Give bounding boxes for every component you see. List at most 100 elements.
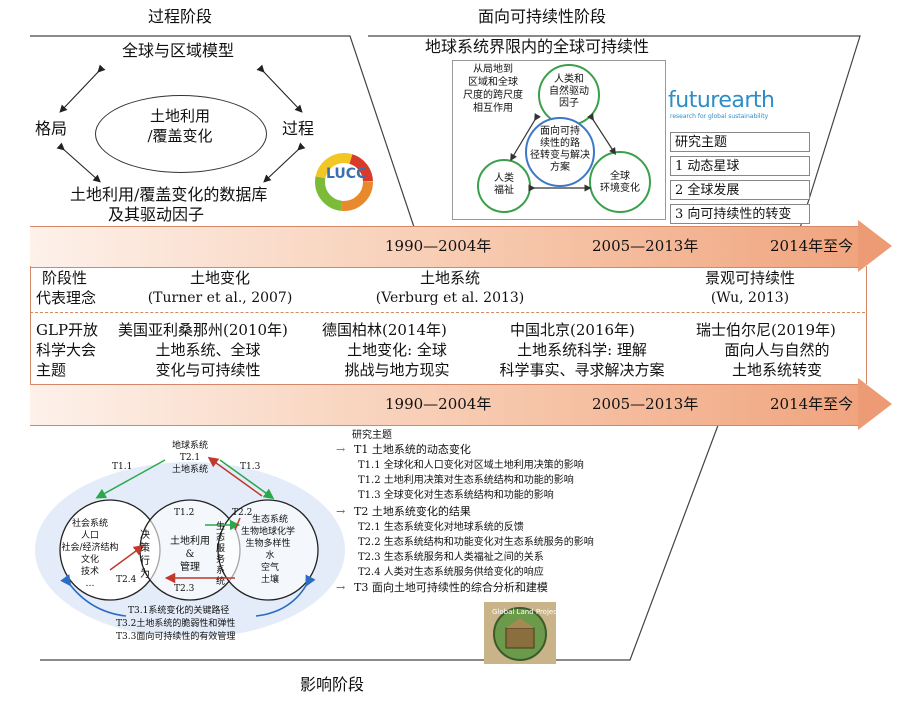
glp-2016-theme-2: 科学事实、寻求解决方案 [499,361,665,379]
t13-label: T1.3 [240,462,261,472]
welfare-line2: 福祉 [494,185,514,196]
concept-landscape-sustainability: 景观可持续性 [704,269,795,287]
t22-label: T2.2 [232,508,253,518]
land-and-label: & [185,549,195,560]
eco-service-3: 服 [216,544,226,554]
concept-label-line1: 阶段性 [42,269,88,287]
land-management-label: 管理 [180,562,200,573]
process-cycle-arrows [56,64,306,183]
period-2-bottom: 2005—2013年 [592,395,699,413]
period-3-top: 2014年至今 [770,237,854,255]
t21-label: T2.1 [179,453,201,463]
glp-label-line3: 主题 [36,361,67,379]
land-use-label: 土地利用 [170,536,210,547]
svg-text:LUCC: LUCC [326,166,366,182]
glp-2010-place: 美国亚利桑那州(2010年) [118,321,288,339]
pattern-label: 格局 [35,119,68,138]
eco-system: 生态系统 [251,515,288,525]
database-line1: 土地利用/覆盖变化的数据库 [70,185,268,204]
t31-label: T3.1系统变化的关键路径 [128,606,230,616]
legend-t11: T1.1 全球化和人口变化对区域土地利用决策的影响 [358,460,584,471]
concept-table-border [30,266,867,384]
concept-label-line2: 代表理念 [36,289,97,307]
legend-t12: T1.2 土地利用决策对生态系统结构和功能的影响 [358,475,574,486]
glp-2019-theme-1: 面向人与自然的 [724,341,830,359]
glp-label-line2: 科学大会 [36,341,97,359]
glp-2016-theme-1: 土地系统科学: 理解 [517,341,647,359]
env-change-line1: 全球 [610,171,630,182]
concept-landscape-sustainability-ref: (Wu, 2013) [710,290,790,306]
t33-label: T3.3面向可持续性的有效管理 [116,632,236,642]
period-1-top: 1990—2004年 [385,237,492,255]
legend-t13: T1.3 全球变化对生态系统结构和功能的影响 [358,490,554,501]
eco-water: 水 [265,551,275,561]
glp-2014-place: 德国柏林(2014年) [322,321,447,339]
social-system: 社会系统 [71,519,108,529]
period-1-bottom: 1990—2004年 [385,395,492,413]
t12-label: T1.2 [174,508,195,518]
concept-land-system-ref: (Verburg et al. 2013) [375,290,525,306]
cross-scale-line2: 区域和全球 [468,77,518,88]
theme-item-2: 2 全球发展 [670,180,810,200]
legend-t23: T2.3 生态系统服务和人类福祉之间的关系 [358,552,544,563]
eco-biodiversity: 生物多样性 [245,539,291,549]
global-land-project-logo-icon: Global Land Project [484,602,556,664]
global-regional-models: 全球与区域模型 [122,41,235,60]
lucc-center-line1: 土地利用 [149,107,210,125]
legend-t1-arrow: → [336,443,346,456]
eco-service-6: 统 [216,577,226,587]
lucc-logo-icon: LUCC [315,153,373,211]
glp-label-line1: GLP开放 [36,321,99,339]
eco-service-5: 系 [216,566,226,576]
timeline-band-top [30,226,860,268]
eco-soil: 土壤 [260,575,279,585]
t32-label: T3.2土地系统的脆弱性和弹性 [116,619,236,629]
sustainability-title: 地球系统界限内的全球可持续性 [425,37,650,56]
process-label: 过程 [282,119,315,138]
env-change-line2: 环境变化 [600,183,640,194]
eco-service-1: 生 [216,522,226,532]
cross-scale-line1: 从局地到 [473,64,513,75]
concept-land-change: 土地变化 [189,269,250,287]
decision-2: 策 [140,543,150,554]
futurearth-logo: futurearth [668,88,775,113]
pathway-line1: 面向可持 [540,126,580,137]
legend-t3-arrow: → [336,581,346,594]
social-technology: 技术 [80,567,99,577]
social-ellipsis: … [85,579,95,589]
glp-2016-place: 中国北京(2016年) [510,321,635,339]
eco-air: 空气 [260,563,279,573]
period-2-top: 2005—2013年 [592,237,699,255]
legend-t3-head: T3 面向土地可持续性的综合分析和建模 [354,581,548,594]
pathway-line2: 续性的路 [540,138,580,149]
cross-scale-line3: 尺度的跨尺度 [463,90,523,101]
glp-2014-theme-1: 土地变化: 全球 [347,341,447,359]
decision-1: 决 [140,530,150,541]
welfare-line1: 人类 [494,173,514,184]
glp-framework-diagram [35,456,345,638]
cross-scale-line4: 相互作用 [473,103,513,114]
decision-4: 为 [140,569,150,580]
social-population: 人口 [80,531,99,541]
glp-2019-theme-2: 土地系统转变 [731,361,822,379]
timeline-arrow-bottom [858,378,892,430]
legend-title: 研究主题 [352,430,392,441]
database-line2: 及其驱动因子 [108,205,205,224]
concept-land-system: 土地系统 [419,269,480,287]
glp-2010-theme-2: 变化与可持续性 [155,361,261,379]
pathway-line3: 径转变与解决 [530,150,590,161]
sustainability-stage-title: 面向可持续性阶段 [478,7,607,26]
legend-t2-head: T2 土地系统变化的结果 [354,505,471,518]
t24-label: T2.4 [116,575,137,585]
lucc-ellipse [95,95,267,173]
eco-biogeochem: 生物地球化学 [240,527,295,537]
glp-2014-theme-2: 挑战与地方现实 [344,361,450,379]
earth-system-label: 地球系统 [171,441,208,451]
legend-t24: T2.4 人类对生态系统服务供给变化的响应 [358,567,544,578]
legend-t1-head: T1 土地系统的动态变化 [354,443,471,456]
legend-t2-arrow: → [336,505,346,518]
t11-label: T1.1 [112,462,133,472]
human-driver-line3: 因子 [559,98,579,109]
land-system-label: 土地系统 [171,465,208,475]
